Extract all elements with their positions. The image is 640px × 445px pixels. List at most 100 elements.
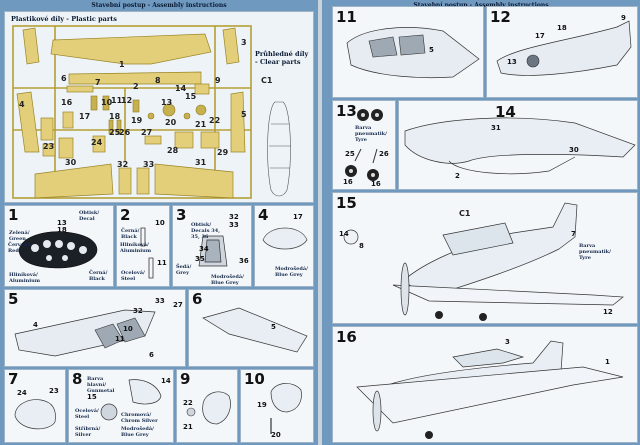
sprue-part-4: 4 [19, 100, 25, 109]
step-5-part-32: 32 [133, 307, 143, 315]
step-3-belts: Obtisk/ Decals 34, 35, 36 [191, 222, 220, 240]
step-5-number: 5 [8, 290, 19, 308]
clear-parts-title-cz: Průhledné díly [255, 50, 309, 58]
step-1-number: 1 [8, 206, 19, 224]
step-8-chrome: Chromová/ Chrom Silver [121, 412, 158, 424]
step-7-drawing [14, 399, 56, 430]
sprue-panel: Plastikové díly - Plastic parts Průhledn… [4, 11, 314, 203]
step-16-part-3: 3 [505, 338, 510, 346]
step-8-part-14: 14 [161, 377, 171, 385]
step-12-part-13: 13 [507, 58, 517, 66]
sprue-part-24: 24 [91, 138, 103, 147]
sprue-drawing [12, 25, 291, 199]
step-1-part-18: 18 [57, 226, 67, 234]
step-16-panel: 16 3 1 [332, 326, 638, 443]
step-15-part-14: 14 [339, 230, 349, 238]
sprue-part-25: 25 [109, 128, 121, 137]
right-page: Stavební postup - Assembly instructions … [322, 0, 640, 445]
left-header: Stavební postup - Assembly instructions [91, 2, 227, 9]
step-3-part-33: 33 [229, 221, 239, 229]
step-6-number: 6 [192, 290, 203, 308]
plastic-parts-title: Plastikové díly - Plastic parts [11, 15, 117, 23]
step-16-part-1: 1 [605, 358, 610, 366]
step-2-steel: Ocelová/ Steel [121, 270, 145, 282]
sprue-part-21: 21 [195, 120, 207, 129]
sprue-part-33: 33 [143, 160, 155, 169]
step-3-grey: Šedá/ Grey [176, 264, 192, 276]
sprue-part-19: 19 [131, 116, 143, 125]
step-8-drawing [100, 379, 162, 421]
step-3-panel: 3 Obtisk/ Decals 34, 35, 36 32 33 34 35 … [172, 205, 252, 287]
clear-parts-title-en: - Clear parts [255, 58, 301, 66]
page-gutter [318, 0, 322, 445]
step-10-panel: 10 19 20 [240, 369, 314, 443]
step-5-part-11: 11 [115, 335, 125, 343]
step-16-number: 16 [336, 328, 357, 346]
sprue-part-22: 22 [209, 116, 221, 125]
sprue-part-23: 23 [43, 142, 55, 151]
sprue-part-30: 30 [65, 158, 77, 167]
step-7-part-24: 24 [17, 389, 27, 397]
step-6-part-5: 5 [271, 323, 276, 331]
step-13-number: 13 [336, 102, 357, 120]
step-8-part-15: 15 [87, 393, 97, 401]
step-1-red: Červená/ Red [8, 242, 33, 254]
step-5-drawing [14, 309, 156, 357]
step-9-drawing [186, 391, 231, 425]
step-1-decal: Obtisk/ Decal [79, 210, 100, 222]
sprue-part-12: 12 [121, 96, 133, 105]
step-3-part-32: 32 [229, 213, 239, 221]
sprue-part-18: 18 [109, 112, 121, 121]
step-3-part-34: 34 [199, 245, 209, 253]
step-2-part-11: 11 [157, 259, 167, 267]
step-2-part-10: 10 [155, 219, 165, 227]
sprue-part-28: 28 [167, 146, 179, 155]
step-2-number: 2 [120, 206, 131, 224]
sprue-part-7: 7 [95, 78, 101, 87]
step-3-part-35: 35 [195, 255, 205, 263]
step-5-part-6: 6 [149, 351, 154, 359]
step-9-part-21: 21 [183, 423, 193, 431]
step-8-panel: 8 Barva hlavní/ Gunmetal 15 Ocelová/ Ste… [68, 369, 174, 443]
step-1-green: Zelená/ Green [9, 230, 30, 242]
step-4-number: 4 [258, 206, 269, 224]
step-1-part-13: 13 [57, 219, 67, 227]
step-15-c1: C1 [459, 209, 471, 218]
sprue-part-10: 10 [101, 98, 113, 107]
step-11-part-5: 5 [429, 46, 434, 54]
step-12-panel: 12 9 17 18 13 [486, 6, 638, 98]
step-2-drawing [140, 227, 154, 279]
step-5-part-4: 4 [33, 321, 38, 329]
step-5-part-27: 27 [173, 301, 183, 309]
step-13-part-26: 26 [379, 150, 389, 158]
step-8-gunmetal: Barva hlavní/ Gunmetal [87, 376, 115, 394]
step-6-panel: 6 5 [188, 289, 314, 367]
step-7-panel: 7 24 23 [4, 369, 66, 443]
step-14-part-31: 31 [491, 124, 501, 132]
step-10-part-20: 20 [271, 431, 281, 439]
sprue-part-20: 20 [165, 118, 177, 127]
step-14-part-2: 2 [455, 172, 460, 180]
step-14-drawing [404, 117, 636, 175]
step-3-number: 3 [176, 206, 187, 224]
sprue-part-16: 16 [61, 98, 73, 107]
step-4-bluegrey: Modrošedá/ Blue Grey [275, 266, 308, 278]
step-12-part-9: 9 [621, 14, 626, 22]
step-13-part-16-b: 16 [371, 180, 381, 188]
step-10-number: 10 [244, 370, 265, 388]
sprue-part-3: 3 [241, 38, 247, 47]
clear-part-code: C1 [261, 76, 273, 85]
step-9-panel: 9 22 21 [176, 369, 238, 443]
step-13-part-16-a: 16 [343, 178, 353, 186]
step-3-drawing [198, 235, 228, 267]
step-9-part-22: 22 [183, 399, 193, 407]
step-8-silver: Stříbrná/ Silver [75, 426, 101, 438]
step-4-part-17: 17 [293, 213, 303, 221]
step-1-drawing [18, 231, 98, 269]
step-3-bluegrey: Modrošedá/ Blue Grey [211, 274, 244, 286]
step-10-drawing [270, 383, 302, 434]
step-6-drawing [202, 307, 308, 353]
step-5-panel: 5 4 10 11 6 32 33 27 [4, 289, 186, 367]
step-7-number: 7 [8, 370, 19, 388]
step-11-drawing [346, 27, 480, 79]
